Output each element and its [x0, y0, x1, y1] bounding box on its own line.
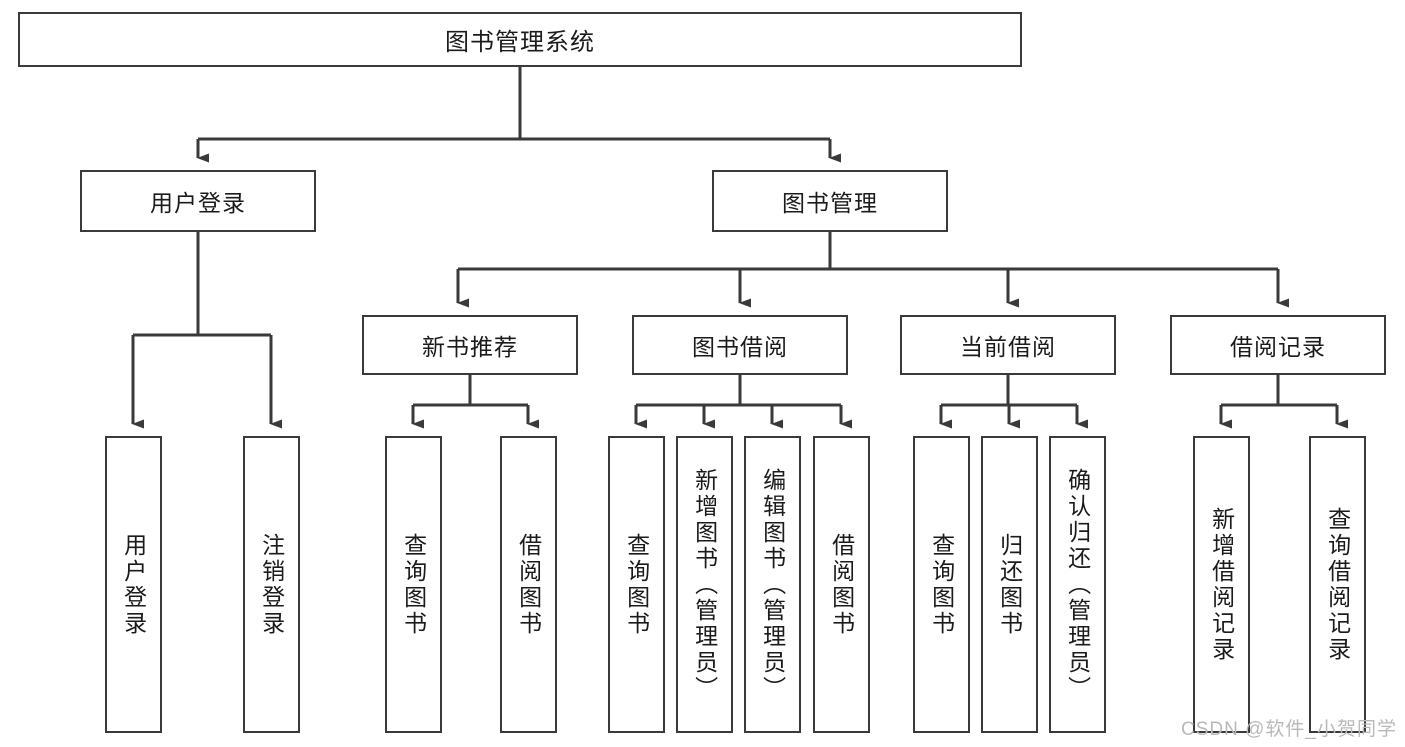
leaf-current-return-book[interactable]: 归还图书: [981, 436, 1038, 733]
leaf-user-login[interactable]: 用户登录: [105, 436, 162, 733]
leaf-user-login-label: 用户登录: [120, 532, 147, 637]
leaf-borrow-edit-book-label: 编辑图书（管理员）: [759, 467, 786, 702]
node-book-borrow-label: 图书借阅: [692, 334, 788, 360]
node-user-login-label: 用户登录: [150, 190, 246, 216]
node-new-book-recommend-label: 新书推荐: [422, 334, 518, 360]
leaf-recommend-query-book[interactable]: 查询图书: [385, 436, 442, 733]
leaf-borrow-borrow-book-label: 借阅图书: [828, 532, 855, 637]
leaf-recommend-borrow-book[interactable]: 借阅图书: [500, 436, 557, 733]
leaf-borrow-query-book-label: 查询图书: [623, 532, 650, 637]
node-book-management-label: 图书管理: [782, 190, 878, 216]
leaf-record-add-record[interactable]: 新增借阅记录: [1193, 436, 1250, 733]
leaf-borrow-query-book[interactable]: 查询图书: [608, 436, 665, 733]
node-user-login[interactable]: 用户登录: [80, 170, 316, 232]
node-root-label: 图书管理系统: [445, 29, 595, 56]
leaf-current-confirm-return-label: 确认归还（管理员）: [1064, 467, 1091, 702]
node-book-borrow[interactable]: 图书借阅: [632, 315, 848, 375]
node-root[interactable]: 图书管理系统: [18, 12, 1022, 67]
leaf-current-query-book-label: 查询图书: [928, 532, 955, 637]
node-new-book-recommend[interactable]: 新书推荐: [362, 315, 578, 375]
node-borrow-record[interactable]: 借阅记录: [1170, 315, 1386, 375]
node-borrow-record-label: 借阅记录: [1230, 334, 1326, 360]
watermark: CSDN @软件_小贺同学: [1181, 719, 1397, 740]
node-book-management[interactable]: 图书管理: [712, 170, 948, 232]
leaf-recommend-query-book-label: 查询图书: [400, 532, 427, 637]
leaf-record-query-record[interactable]: 查询借阅记录: [1309, 436, 1366, 733]
leaf-borrow-add-book-label: 新增图书（管理员）: [691, 467, 718, 702]
leaf-current-return-book-label: 归还图书: [996, 532, 1023, 637]
leaf-user-logout-label: 注销登录: [258, 532, 285, 637]
node-current-borrow-label: 当前借阅: [960, 334, 1056, 360]
node-current-borrow[interactable]: 当前借阅: [900, 315, 1116, 375]
leaf-borrow-add-book[interactable]: 新增图书（管理员）: [676, 436, 733, 733]
leaf-current-query-book[interactable]: 查询图书: [913, 436, 970, 733]
leaf-user-logout[interactable]: 注销登录: [243, 436, 300, 733]
leaf-borrow-borrow-book[interactable]: 借阅图书: [813, 436, 870, 733]
leaf-current-confirm-return[interactable]: 确认归还（管理员）: [1049, 436, 1106, 733]
leaf-record-add-record-label: 新增借阅记录: [1208, 506, 1235, 663]
leaf-record-query-record-label: 查询借阅记录: [1324, 506, 1351, 663]
leaf-recommend-borrow-book-label: 借阅图书: [515, 532, 542, 637]
leaf-borrow-edit-book[interactable]: 编辑图书（管理员）: [744, 436, 801, 733]
